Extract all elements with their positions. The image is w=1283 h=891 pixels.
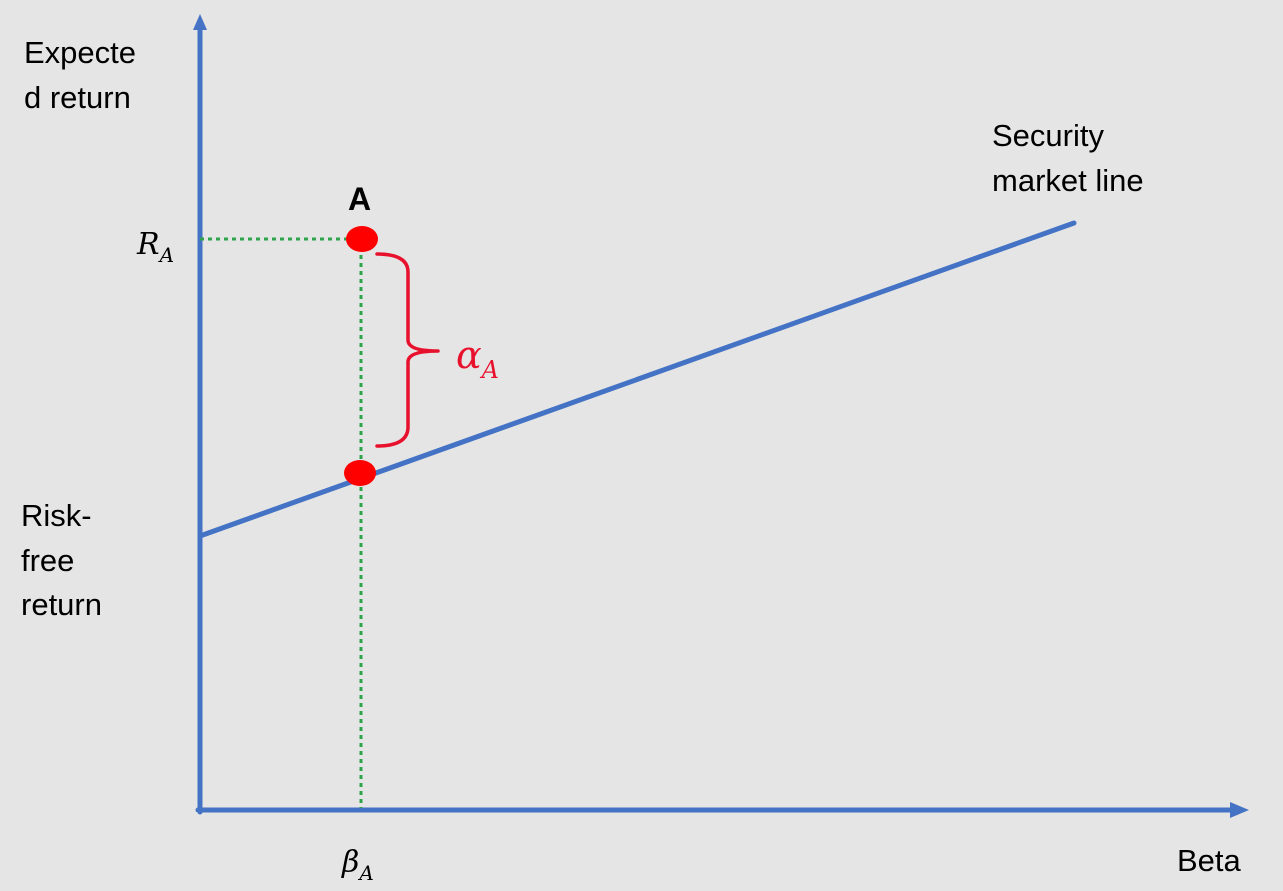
alpha-bracket [375, 252, 440, 448]
y-axis-arrowhead [193, 14, 207, 30]
sml-point-marker [344, 460, 376, 486]
point-a-label: A [348, 181, 372, 217]
risk-free-label-line-2: free [21, 543, 75, 578]
return-a-label: RA [137, 227, 174, 266]
x-axis-arrowhead [1230, 802, 1249, 818]
beta-subscript: A [359, 861, 374, 885]
point-a-marker [346, 226, 378, 252]
y-axis-label-line-2: d return [24, 80, 131, 115]
return-symbol: R [137, 227, 160, 262]
risk-free-label-line-1: Risk- [21, 498, 92, 533]
x-axis-label: Beta [1177, 843, 1241, 878]
sml-label-line-1: Security [992, 118, 1104, 153]
alpha-subscript: A [481, 356, 500, 384]
return-subscript: A [159, 243, 175, 267]
risk-free-label-line-3: return [21, 587, 102, 622]
sml-label-line-2: market line [992, 163, 1144, 198]
beta-symbol: β [342, 845, 360, 880]
alpha-a-label: αA [456, 336, 499, 382]
security-market-line [197, 220, 1077, 539]
y-axis-label-line-1: Expecte [24, 35, 137, 70]
beta-a-label: βA [342, 845, 374, 884]
alpha-symbol: α [456, 333, 482, 377]
